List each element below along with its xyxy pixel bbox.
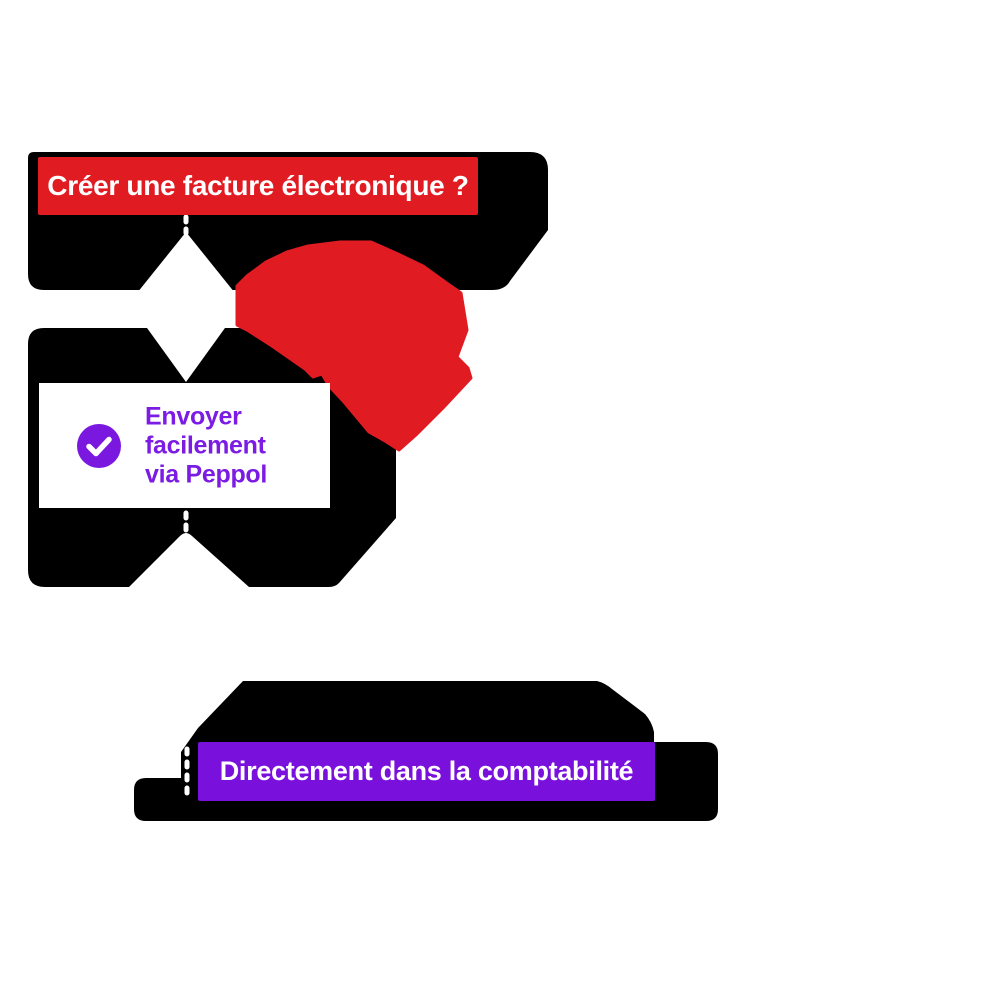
check-card-line-1: Envoyer	[145, 402, 242, 430]
question-banner: Créer une facture électronique ?	[38, 157, 478, 215]
check-card-text: Envoyer facilement via Peppol	[145, 402, 267, 489]
checkmark-icon	[77, 423, 121, 468]
country-blob	[235, 240, 473, 452]
result-banner: Directement dans la comptabilité	[198, 742, 655, 801]
check-card-line-2: facilement	[145, 431, 266, 459]
decision-diamond	[129, 232, 243, 382]
question-banner-label: Créer une facture électronique ?	[47, 170, 469, 201]
check-card: Envoyer facilement via Peppol	[39, 383, 330, 508]
check-card-line-3: via Peppol	[145, 460, 268, 488]
result-banner-label: Directement dans la comptabilité	[219, 756, 634, 786]
